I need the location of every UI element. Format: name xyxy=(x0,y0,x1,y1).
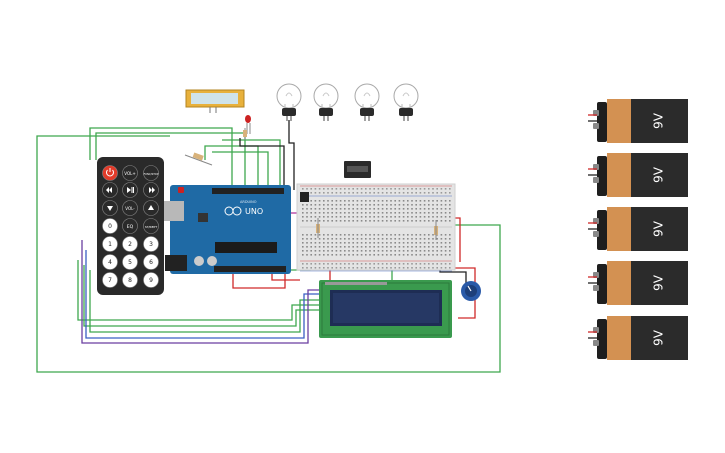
led-bar-graph[interactable] xyxy=(185,89,245,113)
wire-green-top-4[interactable] xyxy=(212,151,269,190)
resistor-loose[interactable] xyxy=(184,128,247,166)
wire-green-top-2[interactable] xyxy=(95,132,246,190)
battery-9v[interactable]: 9V xyxy=(588,261,688,305)
digit-6-button[interactable]: 6 xyxy=(143,254,159,270)
power-button[interactable] xyxy=(102,165,118,181)
svg-text:7: 7 xyxy=(108,277,112,284)
svg-text:VOL+: VOL+ xyxy=(124,171,135,176)
battery-9v[interactable]: 9V xyxy=(588,207,688,251)
ir-remote[interactable]: VOL+ FUNC/STOP VOL- 0 EQ ST/REPT 1 2 3 4 5 6 7 8 9 xyxy=(97,157,164,295)
vol-down-button[interactable]: VOL- xyxy=(122,200,138,216)
battery-label: 9V xyxy=(652,166,666,183)
lcd-16x2-display[interactable] xyxy=(319,280,452,338)
next-button[interactable] xyxy=(143,182,159,198)
ir-receiver[interactable] xyxy=(300,192,309,202)
svg-text:9: 9 xyxy=(149,277,153,284)
previous-button[interactable] xyxy=(102,182,118,198)
wire-purple-lcd[interactable] xyxy=(81,240,322,344)
battery-label: 9V xyxy=(652,274,666,291)
digit-0-button[interactable]: 0 xyxy=(102,218,118,234)
digit-3-button[interactable]: 3 xyxy=(143,236,159,252)
svg-text:6: 6 xyxy=(149,259,153,266)
svg-text:FUNC/STOP: FUNC/STOP xyxy=(144,172,159,176)
digit-1-button[interactable]: 1 xyxy=(102,236,118,252)
battery-label: 9V xyxy=(652,329,666,346)
arduino-brand-label: ARDUINO xyxy=(240,200,257,204)
relay-module[interactable] xyxy=(344,161,371,178)
svg-text:ST/REPT: ST/REPT xyxy=(145,225,158,229)
light-bulbs xyxy=(276,83,419,121)
wire-black-bulb[interactable] xyxy=(288,120,295,190)
svg-text:8: 8 xyxy=(128,277,132,284)
wire-green-lcd-1[interactable] xyxy=(77,260,322,321)
wire-green-top-1[interactable] xyxy=(89,127,233,190)
light-bulb[interactable] xyxy=(354,83,380,121)
down-button[interactable] xyxy=(102,200,118,216)
resistor-breadboard-2[interactable] xyxy=(434,220,438,240)
wire-green-lcd-2[interactable] xyxy=(83,265,322,327)
potentiometer[interactable] xyxy=(461,281,481,301)
digit-2-button[interactable]: 2 xyxy=(122,236,138,252)
wire-blue-lcd[interactable] xyxy=(85,250,322,339)
svg-text:4: 4 xyxy=(108,259,112,266)
wire-green-top-3[interactable] xyxy=(204,145,259,190)
battery-label: 9V xyxy=(652,220,666,237)
st-rept-button[interactable]: ST/REPT xyxy=(143,218,159,234)
wire-black-bulb-2[interactable] xyxy=(239,138,285,190)
battery-label: 9V xyxy=(652,112,666,129)
battery-9v[interactable]: 9V xyxy=(588,316,688,360)
breadboard[interactable] xyxy=(296,183,456,272)
light-bulb[interactable] xyxy=(276,83,302,121)
digit-8-button[interactable]: 8 xyxy=(122,272,138,288)
svg-text:EQ: EQ xyxy=(127,224,134,230)
arduino-model-label: UNO xyxy=(245,207,263,216)
battery-9v[interactable]: 9V xyxy=(588,153,688,197)
wire-green-top-5[interactable] xyxy=(222,139,281,190)
svg-text:2: 2 xyxy=(128,241,132,248)
svg-text:3: 3 xyxy=(149,241,153,248)
digit-5-button[interactable]: 5 xyxy=(122,254,138,270)
eq-button[interactable]: EQ xyxy=(122,218,138,234)
wire-green-lcd-3[interactable] xyxy=(89,270,322,333)
vol-up-button[interactable]: VOL+ xyxy=(122,165,138,181)
battery-9v[interactable]: 9V xyxy=(588,99,688,143)
light-bulb[interactable] xyxy=(313,83,339,121)
play-pause-button[interactable] xyxy=(122,182,138,198)
resistor-breadboard-1[interactable] xyxy=(316,218,320,238)
digit-7-button[interactable]: 7 xyxy=(102,272,118,288)
up-button[interactable] xyxy=(143,200,159,216)
svg-text:5: 5 xyxy=(128,259,132,266)
wire-red-1[interactable] xyxy=(232,268,286,289)
func-stop-button[interactable]: FUNC/STOP xyxy=(143,165,159,181)
light-bulb[interactable] xyxy=(393,83,419,121)
svg-text:VOL-: VOL- xyxy=(125,206,135,211)
svg-text:1: 1 xyxy=(108,241,112,248)
batteries: 9V 9V 9V 9V 9V xyxy=(588,99,688,360)
svg-text:0: 0 xyxy=(108,223,112,230)
digit-9-button[interactable]: 9 xyxy=(143,272,159,288)
digit-4-button[interactable]: 4 xyxy=(102,254,118,270)
arduino-uno-board[interactable]: UNO ARDUINO xyxy=(164,185,291,274)
wire-green-outer-loop[interactable] xyxy=(36,135,501,373)
